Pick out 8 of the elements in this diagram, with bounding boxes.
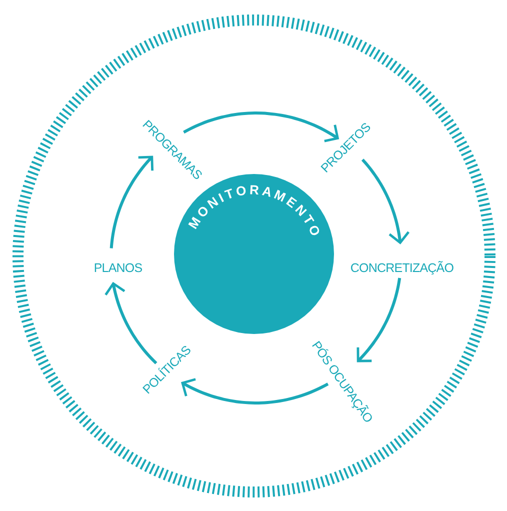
arrow xyxy=(104,282,158,364)
stage-label: PLANOS xyxy=(94,262,142,274)
stage-label: CONCRETIZAÇÃO xyxy=(350,262,454,274)
arrow xyxy=(181,378,329,404)
arrow xyxy=(361,158,410,244)
arrow xyxy=(183,112,339,142)
arrow xyxy=(110,156,154,250)
arrow xyxy=(356,277,402,362)
